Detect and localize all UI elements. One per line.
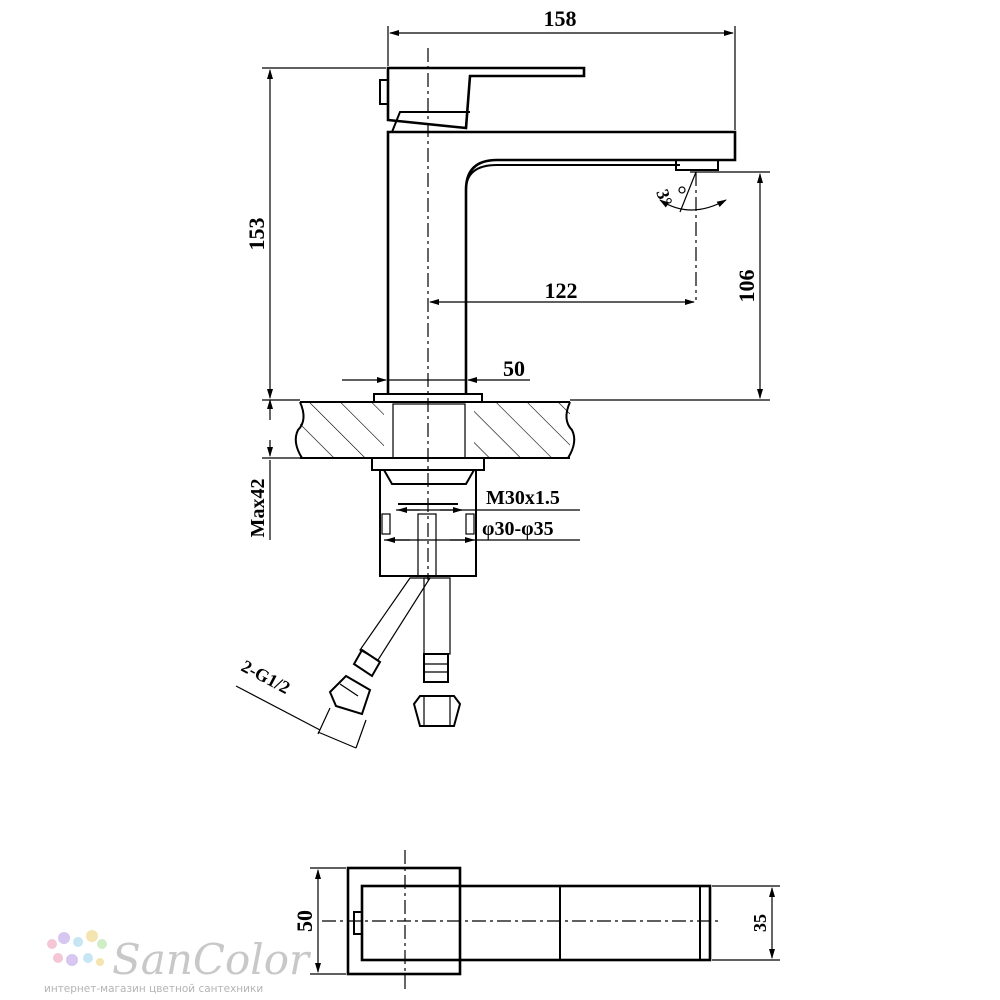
flexible-hose-left xyxy=(328,577,432,716)
logo-dot xyxy=(47,939,57,949)
dimension-overall-height xyxy=(262,67,386,401)
countertop-section xyxy=(294,401,576,459)
logo-dot xyxy=(96,958,104,966)
label-top-view-handle: 35 xyxy=(750,914,770,932)
lever-handle xyxy=(379,66,586,130)
logo-brand-text: SanColor xyxy=(112,935,312,984)
faucet-body xyxy=(386,111,737,394)
dimension-spout-height xyxy=(570,171,770,401)
logo-dot xyxy=(66,954,78,966)
label-spout-height: 106 xyxy=(734,270,759,303)
logo-dot xyxy=(83,953,93,963)
label-overall-width: 158 xyxy=(544,6,577,31)
mounting-nut xyxy=(371,457,485,577)
logo-dot xyxy=(58,932,70,944)
label-overall-height: 153 xyxy=(244,218,269,251)
tilt-angle-indicator xyxy=(659,171,727,300)
logo-dot xyxy=(97,939,107,949)
logo-dot xyxy=(53,953,63,963)
dimension-top-view-handle xyxy=(712,885,780,961)
logo-dots xyxy=(47,930,107,966)
label-top-view-width: 50 xyxy=(292,910,317,932)
dimension-max-thickness xyxy=(262,399,300,540)
logo-tagline: интернет-магазин цветной сантехники xyxy=(44,983,263,995)
logo-dot xyxy=(86,930,98,942)
dimension-top-view-width xyxy=(310,867,346,975)
logo-dot xyxy=(73,937,83,947)
label-max-thickness: Max42 xyxy=(247,479,269,538)
label-thread: M30x1.5 xyxy=(486,487,560,509)
label-body-diameter: 50 xyxy=(503,356,525,381)
label-hole-diameter: φ30-φ35 xyxy=(482,518,554,540)
dimension-hose-thread xyxy=(235,685,367,749)
flexible-hose-right xyxy=(412,577,462,727)
sancolor-logo: SanColor интернет-магазин цветной сантех… xyxy=(44,930,312,995)
label-tilt-angle: 3° xyxy=(652,187,676,209)
dimension-overall-width xyxy=(387,26,736,130)
top-view xyxy=(310,850,780,990)
label-spout-reach: 122 xyxy=(545,278,578,303)
side-view xyxy=(235,26,770,749)
